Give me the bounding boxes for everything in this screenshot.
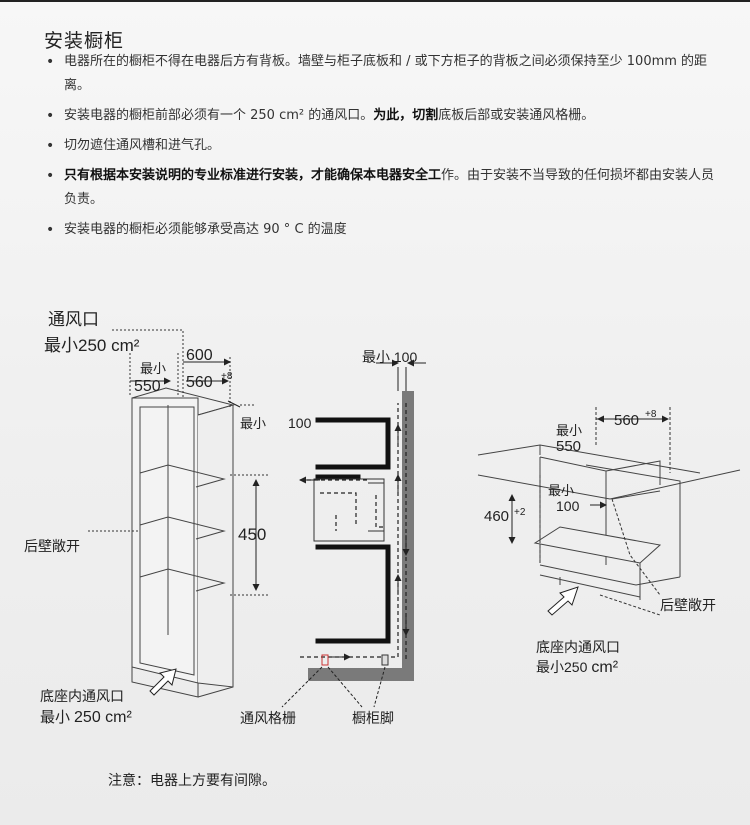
- page-title: 安装橱柜: [44, 30, 125, 52]
- right-base-airflow-arrow-icon: [547, 586, 579, 616]
- footer-note: 注意：电器上方要有间隙。: [108, 773, 276, 789]
- cabinet-foot-label: 橱柜脚: [352, 710, 394, 726]
- r-550-label: 550: [556, 438, 581, 455]
- bullet-item: 只有根据本安装说明的专业标准进行安装，才能确保本电器安全工作。由于安装不当导致的…: [44, 164, 724, 212]
- bullet-item: 安装电器的橱柜必须能够承受高达 90 ° C 的温度: [44, 218, 724, 242]
- dim-560: 560: [186, 374, 213, 391]
- base-airflow-arrow-icon: [149, 668, 177, 696]
- bullet-item: 电器所在的橱柜不得在电器后方有背板。墙壁与柜子底板和 / 或下方柜子的背板之间必…: [44, 50, 724, 98]
- dim-plus8: +8: [221, 371, 233, 382]
- r-460-label: 460: [484, 508, 509, 525]
- mid-min100-label: 最小 100: [362, 349, 417, 365]
- back-open-label: 后壁敞开: [24, 538, 80, 554]
- vent-min-label: 最小250 cm²: [44, 336, 140, 355]
- r-min100-b-label: 100: [556, 498, 580, 514]
- vent-grille-label: 通风格栅: [240, 710, 296, 726]
- r-560-label: 560: [614, 412, 639, 429]
- dim-550: 550: [134, 378, 161, 395]
- base-cabinet-dimension-lines: [508, 415, 669, 544]
- bullet-item: 切勿遮住通风槽和进气孔。: [44, 134, 724, 158]
- dim-600: 600: [186, 347, 213, 364]
- base-vent-label: 底座内通风口: [40, 688, 124, 704]
- dim-450: 450: [238, 525, 266, 544]
- r-base-vent-label: 底座内通风口: [536, 639, 620, 655]
- cabinet-labels: 通风口 最小250 cm² 600 最小 550 560 +8 最小 100 4…: [24, 310, 312, 726]
- top-border: [0, 0, 750, 2]
- section-view-drawing: 最小 100 通风格栅 橱柜脚: [240, 349, 426, 726]
- dim-min100-label: 最小: [240, 416, 266, 431]
- cabinet-dimension-lines: [130, 358, 260, 591]
- instruction-list: 电器所在的橱柜不得在电器后方有背板。墙壁与柜子底板和 / 或下方柜子的背板之间必…: [44, 50, 724, 248]
- dim-100-label: 100: [288, 415, 312, 431]
- r-min100-a-label: 最小: [548, 483, 574, 498]
- installation-diagram: 通风口 最小250 cm² 600 最小 550 560 +8 最小 100 4…: [24, 310, 741, 726]
- dim-min-label: 最小: [140, 361, 166, 376]
- tall-cabinet-drawing: [131, 387, 235, 698]
- base-cabinet-labels: 最小 550 560 +8 460 +2 最小 100 后壁敞开 底座内通风口 …: [484, 409, 716, 676]
- r-plus2-label: +2: [514, 507, 526, 518]
- r-back-open-label: 后壁敞开: [660, 597, 716, 613]
- r-plus8-label: +8: [645, 409, 657, 420]
- base-cabinet-dashed-lines: [539, 407, 671, 616]
- bullet-item: 安装电器的橱柜前部必须有一个 250 cm² 的通风口。为此，切割底板后部或安装…: [44, 104, 724, 128]
- vent-label: 通风口: [48, 310, 99, 329]
- base-cabinet-drawing: [477, 444, 741, 600]
- r-min-label: 最小: [556, 423, 582, 438]
